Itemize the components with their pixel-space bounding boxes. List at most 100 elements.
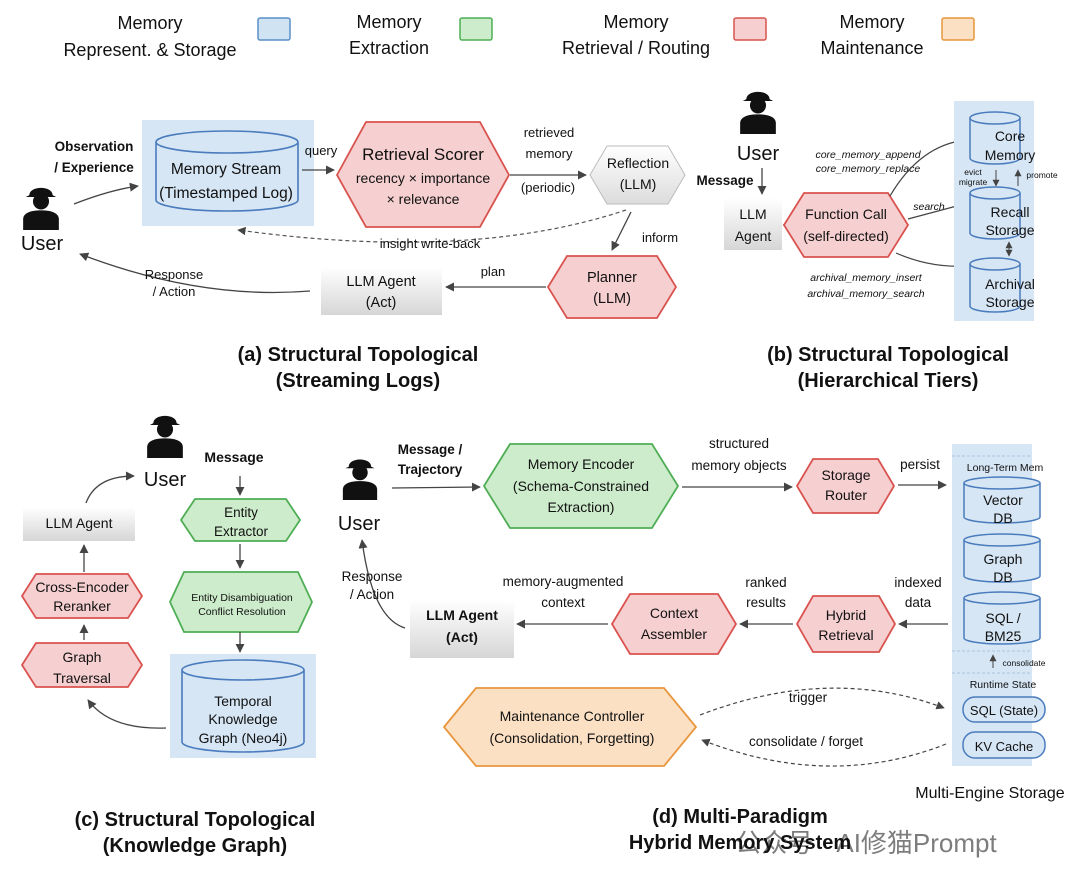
retrieved-memory-label-1: retrieved bbox=[524, 125, 575, 140]
arrow-response-d bbox=[358, 539, 406, 629]
retrieval-scorer-line2: recency × importance bbox=[356, 170, 490, 186]
legend-extraction-line2: Extraction bbox=[349, 38, 429, 58]
entity-extractor-label-2: Extractor bbox=[214, 524, 269, 539]
user-c-icon bbox=[147, 415, 183, 458]
indexed-data-label-1: indexed bbox=[894, 575, 941, 590]
function-call-label-2: (self-directed) bbox=[803, 228, 889, 244]
function-call-label-1: Function Call bbox=[805, 206, 887, 222]
recall-storage-label-2: Storage bbox=[985, 222, 1034, 238]
observation-label-2: / Experience bbox=[54, 160, 134, 175]
arrow-trigger bbox=[699, 687, 945, 716]
panel-d-title-2: Hybrid Memory System bbox=[629, 832, 851, 854]
core-replace-label: core_memory_replace bbox=[816, 163, 921, 175]
llm-agent-c bbox=[23, 507, 135, 541]
kv-cache-box bbox=[962, 731, 1046, 759]
query-label: query bbox=[305, 143, 338, 158]
sql-state-label: SQL (State) bbox=[970, 703, 1038, 718]
llm-agent-d-label-2: (Act) bbox=[446, 629, 478, 645]
search-label: search bbox=[913, 201, 945, 213]
disambiguation-label-2: Conflict Resolution bbox=[198, 606, 286, 618]
graph-traversal-label-2: Traversal bbox=[53, 670, 111, 686]
legend-storage-line2: Represent. & Storage bbox=[63, 40, 236, 60]
vector-db-label-2: DB bbox=[993, 510, 1012, 526]
context-assembler-label-2: Assembler bbox=[641, 626, 707, 642]
llm-agent-a bbox=[321, 267, 442, 315]
arrow-consolidate-forget bbox=[701, 738, 947, 767]
multi-engine-storage-label: Multi-Engine Storage bbox=[915, 785, 1065, 802]
graph-traversal-label-1: Graph bbox=[63, 649, 102, 665]
legend-storage-line1: Memory bbox=[117, 13, 182, 33]
consolidate-small-label: consolidate bbox=[1002, 658, 1045, 668]
memory-encoder-label-3: Extraction) bbox=[548, 499, 615, 515]
retrieval-scorer-line3: × relevance bbox=[387, 191, 460, 207]
panel-d-title-1: (d) Multi-Paradigm bbox=[652, 806, 828, 828]
indexed-data-label-2: data bbox=[905, 595, 932, 610]
disambiguation-label-1: Entity Disambiguation bbox=[191, 592, 293, 604]
legend-extraction-line1: Memory bbox=[356, 12, 421, 32]
sql-bm25-label-1: SQL / bbox=[985, 610, 1020, 626]
user-d-icon bbox=[342, 459, 378, 500]
llm-agent-c-label: LLM Agent bbox=[46, 515, 113, 531]
temporal-kg-label-1: Temporal bbox=[214, 693, 272, 709]
insight-writeback-label: insight write-back bbox=[380, 236, 481, 251]
context-assembler-hexagon bbox=[610, 593, 738, 655]
temporal-kg-label-2: Knowledge bbox=[208, 711, 277, 727]
maintenance-controller-label-1: Maintenance Controller bbox=[500, 708, 645, 724]
panel-a: User Observation / Experience Memory Str… bbox=[21, 120, 686, 392]
panel-c-title-1: (c) Structural Topological bbox=[75, 809, 316, 831]
user-a-label: User bbox=[21, 233, 64, 255]
llm-agent-b-label-1: LLM bbox=[739, 206, 766, 222]
legend-storage-swatch bbox=[257, 17, 291, 41]
observation-label-1: Observation bbox=[55, 139, 134, 154]
memory-augmented-label-1: memory-augmented bbox=[503, 574, 624, 589]
archival-storage-cylinder bbox=[969, 257, 1021, 313]
message-b-label: Message bbox=[696, 173, 754, 188]
consolidate-forget-label: consolidate / forget bbox=[749, 734, 863, 749]
watermark-text: 公众号 · AI修猫Prompt bbox=[735, 828, 997, 858]
recall-storage-label-1: Recall bbox=[991, 204, 1030, 220]
panel-b: User Message LLM Agent Function Call (se… bbox=[696, 91, 1058, 392]
context-assembler-label-1: Context bbox=[650, 605, 698, 621]
user-b-label: User bbox=[737, 143, 780, 165]
message-trajectory-label-2: Trajectory bbox=[398, 462, 463, 477]
runtime-state-label: Runtime State bbox=[970, 679, 1037, 691]
maintenance-controller-hexagon bbox=[442, 687, 698, 767]
llm-agent-a-label-2: (Act) bbox=[366, 295, 397, 311]
entity-extractor-label-1: Entity bbox=[224, 505, 258, 520]
memory-augmented-label-2: context bbox=[541, 595, 585, 610]
memory-stream-label-2: (Timestamped Log) bbox=[159, 185, 293, 202]
sql-bm25-cylinder bbox=[963, 591, 1041, 645]
legend-maintenance-swatch bbox=[941, 17, 975, 41]
function-call-hexagon bbox=[782, 192, 910, 258]
sql-bm25-label-2: BM25 bbox=[985, 628, 1022, 644]
legend-retrieval-line2: Retrieval / Routing bbox=[562, 38, 710, 58]
reranker-label-2: Reranker bbox=[53, 598, 111, 614]
sql-state-box bbox=[962, 696, 1046, 723]
arrow-message-encoder bbox=[391, 482, 481, 492]
disambiguation-hexagon bbox=[169, 571, 313, 633]
response-d-label-1: Response bbox=[342, 569, 403, 584]
llm-agent-b bbox=[724, 198, 782, 250]
retrieval-scorer-hexagon bbox=[335, 121, 511, 228]
arrow-response-a bbox=[79, 252, 311, 294]
plan-label: plan bbox=[481, 264, 506, 279]
panel-d: User Message / Trajectory Memory Encoder… bbox=[338, 436, 1065, 854]
core-memory-label-2: Memory bbox=[985, 147, 1036, 163]
panel-a-title-1: (a) Structural Topological bbox=[238, 344, 479, 366]
planner-label-1: Planner bbox=[587, 270, 637, 286]
archival-search-label: archival_memory_search bbox=[807, 288, 924, 300]
arrow-observation bbox=[73, 182, 139, 205]
legend-retrieval-swatch bbox=[733, 17, 767, 41]
llm-agent-d bbox=[410, 600, 514, 658]
response-a-label-1: Response bbox=[145, 267, 204, 282]
structured-objects-label-2: memory objects bbox=[691, 458, 787, 473]
legend: Memory Represent. & Storage Memory Extra… bbox=[63, 12, 975, 60]
legend-retrieval-line1: Memory bbox=[603, 12, 668, 32]
panel-c-title-2: (Knowledge Graph) bbox=[103, 835, 287, 857]
message-trajectory-label-1: Message / bbox=[398, 442, 463, 457]
graph-traversal-hexagon bbox=[20, 642, 144, 688]
panel-a-title-2: (Streaming Logs) bbox=[276, 370, 440, 392]
archival-storage-label-2: Storage bbox=[985, 294, 1034, 310]
reflection-hexagon bbox=[589, 145, 686, 205]
planner-hexagon bbox=[546, 255, 678, 319]
